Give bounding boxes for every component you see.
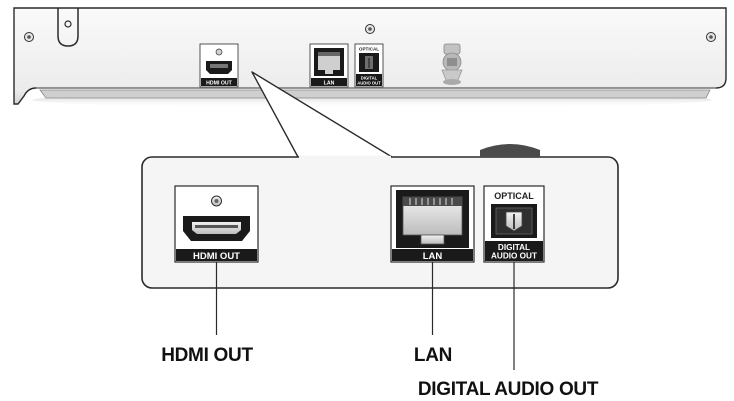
digital-badge-small-line2: AUDIO OUT <box>357 81 381 86</box>
leader-lines <box>215 262 515 370</box>
hdmi-port-small: HDMI OUT <box>199 43 239 88</box>
digital-badge-small-line1: DIGITAL <box>361 76 378 81</box>
digital-badge-large-line2: AUDIO OUT <box>491 252 537 261</box>
screw-icon <box>706 32 716 42</box>
screw-icon <box>365 24 375 34</box>
optical-port-small: OPTICAL DIGITAL AUDIO OUT <box>354 43 384 88</box>
lan-port-large: LAN <box>390 185 475 263</box>
power-connector-icon <box>441 43 463 85</box>
device-rear-panel: HDMI OUT LAN OPTICAL DIGITAL AUDIO OUT <box>13 7 727 108</box>
hdmi-badge-small: HDMI OUT <box>206 81 232 87</box>
optical-port-large: OPTICAL DIGITAL AUDIO OUT <box>483 185 545 263</box>
lan-badge-small: LAN <box>324 81 335 87</box>
hdmi-out-callout: HDMI OUT <box>161 345 253 366</box>
optical-label-large: OPTICAL <box>494 191 534 201</box>
power-housing-arc <box>480 144 540 157</box>
screw-icon <box>24 32 34 42</box>
hdmi-badge-large: HDMI OUT <box>193 251 240 262</box>
lan-port-small: LAN <box>309 43 349 88</box>
digital-audio-out-callout: DIGITAL AUDIO OUT <box>418 379 599 400</box>
lan-badge-large: LAN <box>423 251 443 262</box>
lan-callout: LAN <box>414 345 452 366</box>
hdmi-port-large: HDMI OUT <box>174 185 259 263</box>
digital-badge-large-line1: DIGITAL <box>498 243 530 252</box>
magnified-panel: HDMI OUT LAN OPTICAL <box>141 144 619 289</box>
optical-label-small: OPTICAL <box>359 47 379 52</box>
hanger-slot-icon <box>57 8 79 47</box>
